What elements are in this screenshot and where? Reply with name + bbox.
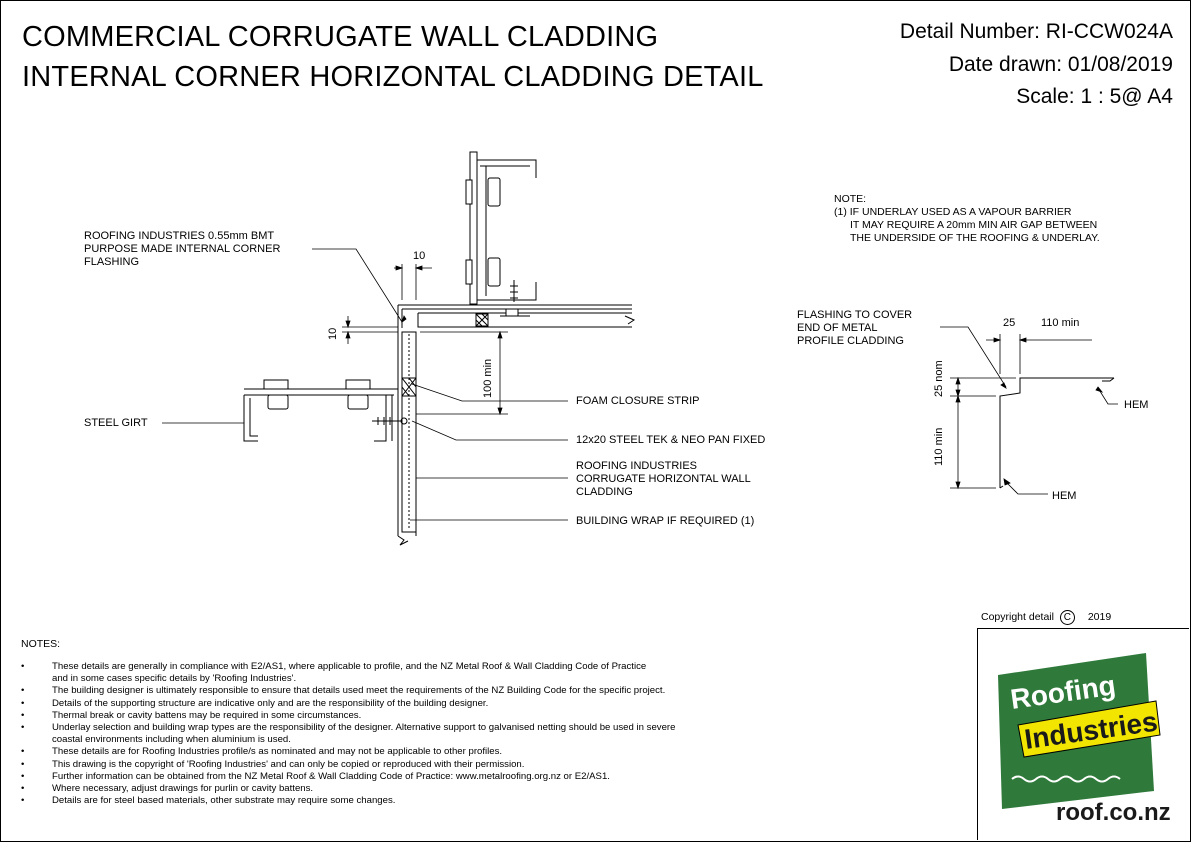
title-line-2: INTERNAL CORNER HORIZONTAL CLADDING DETA… <box>22 61 764 93</box>
scale: Scale: 1 : 5@ A4 <box>1016 85 1173 108</box>
upper-girt-flange-bottom <box>477 282 537 301</box>
date-drawn: Date drawn: 01/08/2019 <box>948 53 1173 76</box>
dim-25-nom: 25 nom <box>933 360 945 397</box>
label-steel-girt: STEEL GIRT <box>84 417 148 429</box>
copyright-text: Copyright detail <box>981 611 1054 623</box>
label-flashing-cover-3: PROFILE CLADDING <box>797 335 904 347</box>
side-note-line-3: THE UNDERSIDE OF THE ROOFING & UNDERLAY. <box>850 232 1100 244</box>
top-tek-screw <box>510 280 518 302</box>
note-item: coastal environments including when alum… <box>52 734 291 746</box>
leader-foam <box>411 383 568 402</box>
roofing-industries-logo: Roofing Industries roof.co.nz <box>977 628 1189 840</box>
label-tek: 12x20 STEEL TEK & NEO PAN FIXED <box>576 434 766 446</box>
label-flashing-1: ROOFING INDUSTRIES 0.55mm BMT <box>84 230 275 242</box>
label-cladding-1: ROOFING INDUSTRIES <box>576 460 698 472</box>
side-tek-screw <box>372 417 402 425</box>
copyright-year: 2019 <box>1087 611 1112 623</box>
dim-25: 25 <box>1003 317 1016 329</box>
side-note-heading: NOTE: <box>834 193 867 205</box>
steel-girt-left-lip <box>243 395 258 442</box>
leader-tek <box>411 420 568 441</box>
copyright-symbol: C <box>1059 610 1075 625</box>
side-note-line-2: IT MAY REQUIRE A 20mm MIN AIR GAP BETWEE… <box>850 219 1098 231</box>
upper-girt-flange-top <box>477 159 537 178</box>
side-note-line-1: (1) IF UNDERLAY USED AS A VAPOUR BARRIER <box>834 206 1072 218</box>
notes-list: •These details are generally in complian… <box>21 661 675 807</box>
leader-hem-top <box>1097 387 1118 405</box>
label-cladding-2: CORRUGATE HORIZONTAL WALL <box>576 473 751 485</box>
title-line-1: COMMERCIAL CORRUGATE WALL CLADDING <box>22 21 659 53</box>
label-foam: FOAM CLOSURE STRIP <box>576 395 700 407</box>
copyright-line: Copyright detail C 2019 <box>981 610 1111 625</box>
note-item: •These details are for Roofing Industrie… <box>21 746 503 758</box>
note-item: •Further information can be obtained fro… <box>21 770 610 782</box>
label-hem-bottom: HEM <box>1052 490 1077 502</box>
note-item: •Where necessary, adjust drawings for pu… <box>21 783 314 795</box>
leader-flashing-cover <box>940 326 1007 388</box>
label-flashing-2: PURPOSE MADE INTERNAL CORNER <box>84 243 281 255</box>
note-item: •Underlay selection and building wrap ty… <box>21 722 676 734</box>
logo-graphic: Roofing Industries roof.co.nz <box>998 653 1171 826</box>
dim-110-min-v: 110 min <box>933 427 945 466</box>
note-item: •Details of the supporting structure are… <box>21 697 489 709</box>
logo-wave <box>1011 775 1121 783</box>
label-hem-top: HEM <box>1124 399 1149 411</box>
dim-100-min: 100 min <box>482 358 494 398</box>
logo-url: roof.co.nz <box>1056 799 1171 826</box>
leader-hem-bottom <box>1003 479 1048 495</box>
note-item: •These details are generally in complian… <box>21 661 647 672</box>
notes-heading: NOTES: <box>21 638 61 650</box>
label-flashing-cover-1: FLASHING TO COVER <box>797 309 913 321</box>
leader-flashing <box>312 248 403 323</box>
note-item: •This drawing is the copyright of 'Roofi… <box>21 758 525 770</box>
dim-10-top: 10 <box>413 250 426 262</box>
upper-girt-web <box>469 151 478 305</box>
dim-10-side: 10 <box>327 327 339 340</box>
label-flashing-3: FLASHING <box>84 256 140 268</box>
flashing-cover-profile <box>999 377 1114 488</box>
note-item: and in some cases specific details by 'R… <box>52 673 297 685</box>
label-flashing-cover-2: END OF METAL <box>797 322 878 334</box>
detail-number: Detail Number: RI-CCW024A <box>899 20 1173 43</box>
note-item: •The building designer is ultimately res… <box>21 685 666 697</box>
label-wrap: BUILDING WRAP IF REQUIRED (1) <box>576 515 755 527</box>
note-item: •Details are for steel based materials, … <box>21 795 396 807</box>
label-cladding-3: CLADDING <box>576 486 633 498</box>
note-item: •Thermal break or cavity battens may be … <box>21 709 362 721</box>
dim-110-min-h: 110 min <box>1041 317 1080 329</box>
